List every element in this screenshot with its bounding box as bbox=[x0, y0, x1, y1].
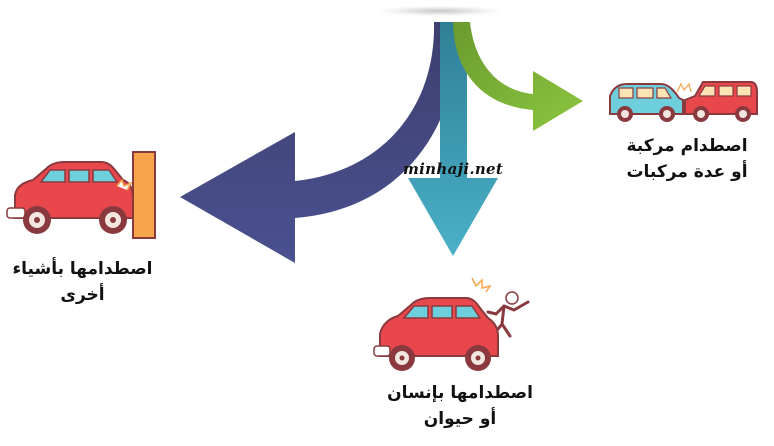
left-arrow bbox=[180, 22, 460, 263]
label-vehicles-line2: أو عدة مركبات bbox=[626, 162, 748, 182]
arrow-origin-shadow bbox=[380, 6, 500, 16]
label-person-line2: أو حيوان bbox=[423, 409, 497, 429]
label-objects: اصطدامها بأشياء أخرى bbox=[0, 256, 165, 308]
label-person: اصطدامها بإنسان أو حيوان bbox=[360, 380, 560, 432]
watermark: minhaji.net bbox=[403, 160, 504, 178]
down-arrow bbox=[408, 22, 498, 256]
label-person-line1: اصطدامها بإنسان bbox=[387, 383, 533, 403]
right-arrow bbox=[453, 22, 583, 131]
label-vehicles-line1: اصطدام مركبة bbox=[626, 136, 748, 156]
label-objects-line2: أخرى bbox=[60, 285, 105, 305]
car-hitting-pedestrian-icon bbox=[373, 277, 530, 371]
car-hitting-wall-icon bbox=[6, 151, 156, 239]
label-objects-line1: اصطدامها بأشياء bbox=[12, 259, 153, 279]
two-cars-collision-icon bbox=[609, 81, 758, 122]
label-vehicles: اصطدام مركبة أو عدة مركبات bbox=[612, 133, 762, 185]
